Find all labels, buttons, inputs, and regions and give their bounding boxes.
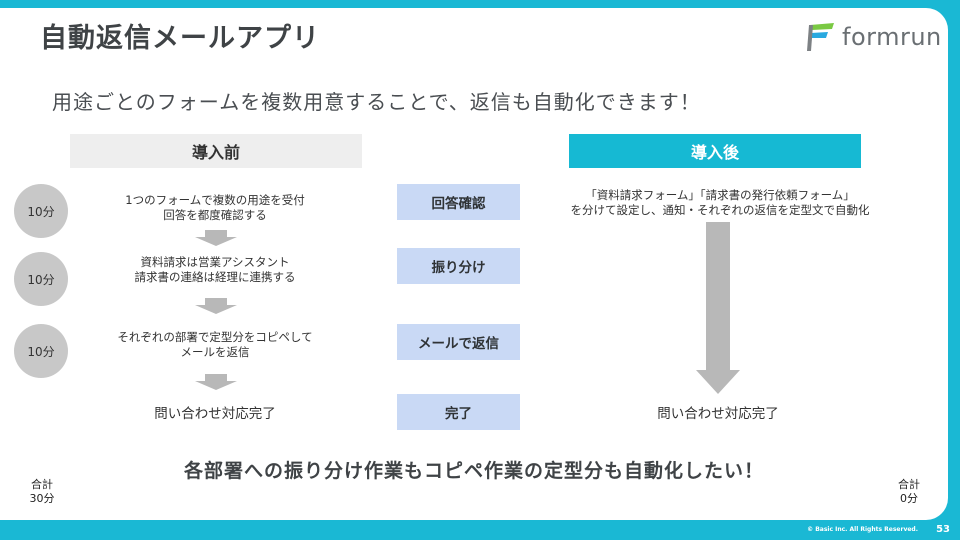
step-line: 回答を都度確認する [163, 208, 267, 222]
step-description: 1つのフォームで複数の用途を受付 回答を都度確認する [90, 193, 340, 223]
after-line: を分けて設定し、通知・それぞれの返信を定型文で自動化 [570, 203, 870, 217]
before-total: 合計 30分 [22, 478, 62, 506]
total-value: 0分 [900, 492, 918, 505]
step-line: それぞれの部署で定型分をコピペして [117, 330, 313, 344]
copyright-text: © Basic Inc. All Rights Reserved. [807, 526, 918, 533]
slide-subtitle: 用途ごとのフォームを複数用意することで、返信も自動化できます！ [52, 90, 701, 114]
phase-box: 完了 [397, 394, 520, 430]
after-line: 「資料請求フォーム」「請求書の発行依頼フォーム」 [585, 188, 855, 202]
long-down-arrow-icon [696, 222, 740, 394]
page-number: 53 [936, 524, 950, 535]
before-done-text: 問い合わせ対応完了 [154, 406, 276, 422]
step-line: メールを返信 [180, 345, 250, 359]
formrun-logo: formrun [806, 20, 942, 54]
total-label: 合計 [898, 478, 920, 491]
formrun-logo-icon [807, 23, 834, 51]
conclusion-text: 各部署への振り分け作業もコピペ作業の定型分も自動化したい！ [183, 460, 764, 482]
time-circle: 10分 [14, 252, 68, 306]
step-line: 1つのフォームで複数の用途を受付 [125, 193, 305, 207]
after-done-text: 問い合わせ対応完了 [657, 406, 779, 422]
step-line: 資料請求は営業アシスタント [140, 255, 290, 269]
formrun-logo-text: formrun [842, 23, 942, 51]
after-description: 「資料請求フォーム」「請求書の発行依頼フォーム」 を分けて設定し、通知・それぞれ… [540, 188, 900, 218]
phase-box: 振り分け [397, 248, 520, 284]
down-arrow-icon [195, 230, 237, 246]
total-label: 合計 [31, 478, 53, 491]
step-description: それぞれの部署で定型分をコピペして メールを返信 [90, 330, 340, 360]
time-circle: 10分 [14, 184, 68, 238]
down-arrow-icon [195, 298, 237, 314]
step-description: 資料請求は営業アシスタント 請求書の連絡は経理に連携する [90, 255, 340, 285]
down-arrow-icon [195, 374, 237, 390]
total-value: 30分 [29, 492, 55, 505]
after-header: 導入後 [569, 134, 861, 168]
time-circle: 10分 [14, 324, 68, 378]
phase-box: 回答確認 [397, 184, 520, 220]
step-line: 請求書の連絡は経理に連携する [134, 270, 296, 284]
before-header: 導入前 [70, 134, 362, 168]
slide-title: 自動返信メールアプリ [40, 23, 320, 54]
after-total: 合計 0分 [889, 478, 929, 506]
phase-box: メールで返信 [397, 324, 520, 360]
